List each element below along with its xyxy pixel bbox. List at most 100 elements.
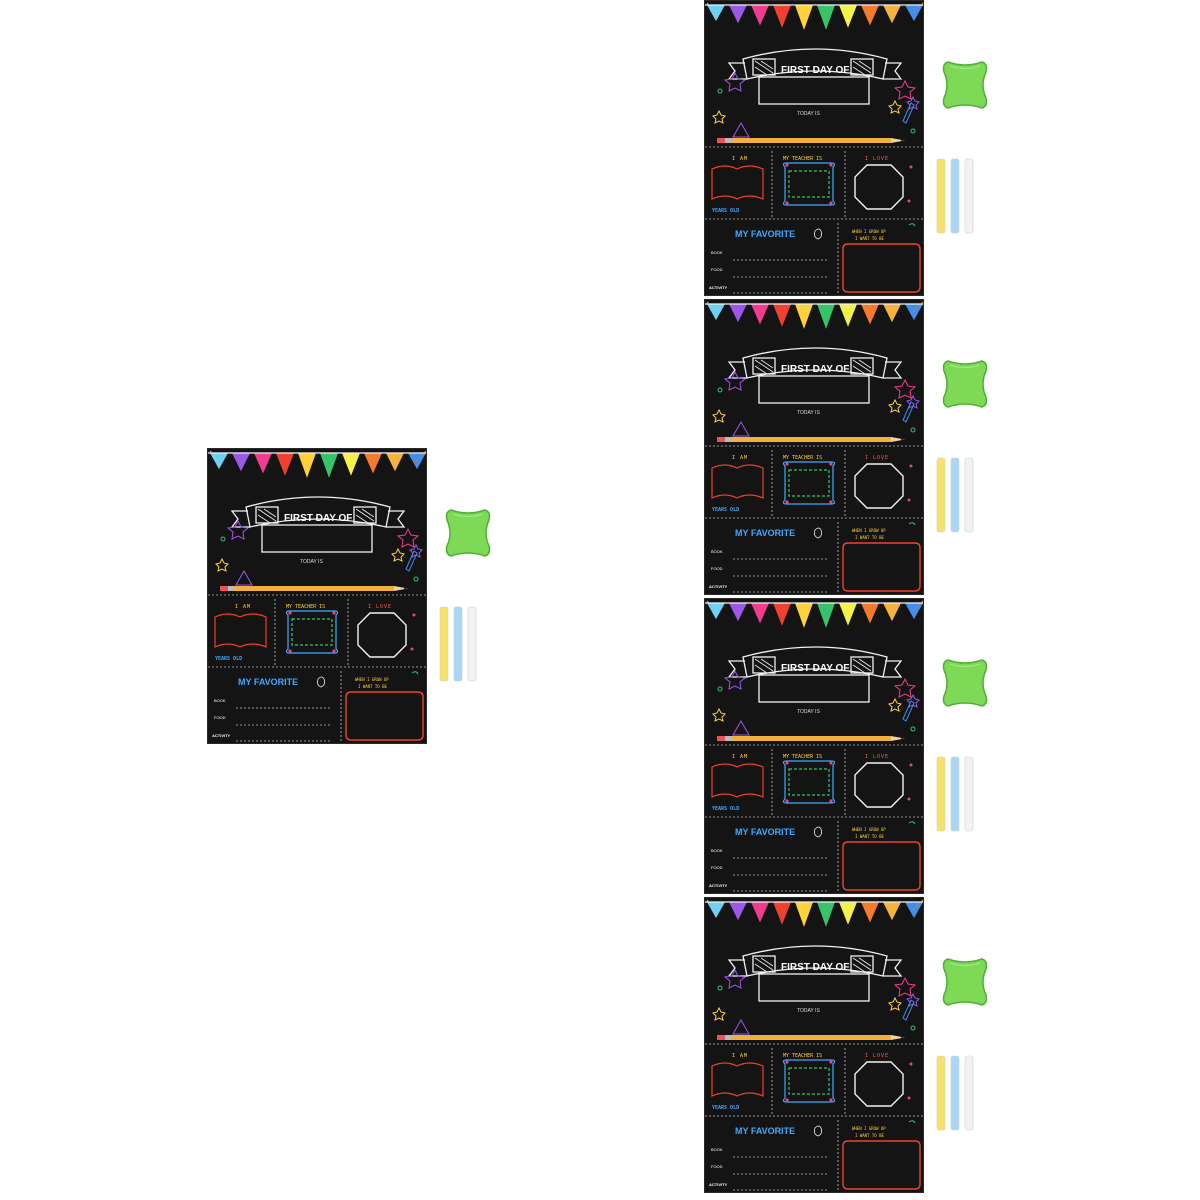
bunting-flag: [795, 902, 813, 927]
chalkboard-artwork: [705, 600, 923, 893]
bunting-flag: [386, 453, 404, 472]
i-am-label: I AM: [732, 156, 749, 162]
grow-up-label-line1: WHEN I GROW UP: [852, 1126, 886, 1131]
bunting-flag: [254, 453, 272, 474]
chalkboard-sign: FIRST DAY OF TODAY IS I AM MY TEACHER IS…: [704, 299, 924, 595]
bunting-flag: [839, 902, 857, 925]
bunting-flag: [817, 603, 835, 628]
eraser-sponge: [942, 659, 988, 707]
apple-icon: [317, 676, 325, 688]
chalk-stick: [936, 756, 946, 832]
bunting-flag: [839, 603, 857, 626]
star-doodles: [215, 519, 423, 586]
chalk-sticks: [439, 606, 477, 682]
chalk-sticks: [936, 158, 974, 234]
i-love-label: I LOVE: [865, 455, 890, 461]
chalkboard-set-main: FIRST DAY OF TODAY IS I AM MY TEACHER IS…: [207, 448, 497, 744]
bunting-flag: [707, 304, 725, 321]
bunting-flag: [773, 902, 791, 925]
age-frame: [711, 464, 764, 499]
bunting-flag: [729, 902, 747, 921]
years-old-label: YEARS OLD: [215, 656, 243, 662]
today-is-label: TODAY IS: [797, 111, 820, 117]
bunting-flag: [751, 5, 769, 26]
bunting-flag: [839, 304, 857, 327]
chalk-stick: [964, 158, 974, 234]
teacher-frame: [782, 1059, 836, 1103]
i-am-label: I AM: [732, 455, 749, 461]
bunting-flag: [751, 304, 769, 325]
star-doodles: [712, 669, 920, 736]
bunting-flag: [905, 304, 923, 321]
bunting-flag: [795, 5, 813, 30]
chalk-stick: [453, 606, 463, 682]
bunting-flag: [817, 304, 835, 329]
pencil-graphic: [717, 1035, 905, 1040]
first-day-title: FIRST DAY OF: [781, 364, 850, 375]
bunting-flag: [883, 902, 901, 921]
bunting-flag: [839, 5, 857, 28]
chalkboard-set-stack-2: FIRST DAY OF TODAY IS I AM MY TEACHER IS…: [704, 299, 994, 595]
chalkboard-artwork: [208, 450, 426, 743]
chalk-sticks: [936, 457, 974, 533]
chalk-sticks: [936, 756, 974, 832]
grow-up-label-line1: WHEN I GROW UP: [852, 827, 886, 832]
bunting-flag: [364, 453, 382, 474]
chalkboard-set-stack-1: FIRST DAY OF TODAY IS I AM MY TEACHER IS…: [704, 0, 994, 296]
bunting-flag: [883, 304, 901, 323]
eraser-sponge: [942, 360, 988, 408]
chalkboard-sign: FIRST DAY OF TODAY IS I AM MY TEACHER IS…: [704, 897, 924, 1193]
bunting-flags: [210, 453, 426, 478]
bunting-flags: [707, 5, 923, 30]
my-favorite-label: MY FAVORITE: [735, 827, 796, 837]
grow-up-frame: [345, 691, 424, 741]
chalkboard-artwork: [705, 2, 923, 295]
bunting-flag: [905, 5, 923, 22]
bunting-flags: [707, 304, 923, 329]
book-label: BOOK: [711, 848, 723, 853]
bunting-flag: [408, 453, 426, 470]
chalk-stick: [950, 457, 960, 533]
teacher-label: MY TEACHER IS: [286, 604, 326, 610]
age-frame: [711, 763, 764, 798]
teacher-label: MY TEACHER IS: [783, 156, 823, 162]
grow-up-label-line1: WHEN I GROW UP: [355, 677, 389, 682]
activity-label: ACTIVITY: [212, 733, 231, 738]
my-favorite-label: MY FAVORITE: [238, 677, 299, 687]
grow-up-frame: [842, 841, 921, 891]
teacher-label: MY TEACHER IS: [783, 1053, 823, 1059]
apple-icon: [814, 826, 822, 838]
chalk-stick: [936, 1055, 946, 1131]
chalk-stick: [964, 1055, 974, 1131]
chalk-stick: [950, 756, 960, 832]
bunting-flag: [795, 304, 813, 329]
chalkboard-set-stack-3: FIRST DAY OF TODAY IS I AM MY TEACHER IS…: [704, 598, 994, 894]
chalk-sticks: [936, 1055, 974, 1131]
i-love-label: I LOVE: [865, 754, 890, 760]
grow-up-label-line2: I WANT TO BE: [855, 834, 884, 839]
today-is-label: TODAY IS: [797, 709, 820, 715]
bunting-flag: [773, 304, 791, 327]
eraser-sponge: [942, 958, 988, 1006]
my-favorite-label: MY FAVORITE: [735, 528, 796, 538]
apple-icon: [814, 527, 822, 539]
pencil-graphic: [717, 736, 905, 741]
bunting-flag: [342, 453, 360, 476]
eraser-sponge: [445, 509, 491, 557]
love-frame: [854, 762, 904, 808]
teacher-frame: [782, 461, 836, 505]
chalk-stick: [950, 158, 960, 234]
food-label: FOOD: [711, 865, 723, 870]
love-frame: [854, 1061, 904, 1107]
chalkboard-sign: FIRST DAY OF TODAY IS I AM MY TEACHER IS…: [207, 448, 427, 744]
i-love-label: I LOVE: [865, 156, 890, 162]
years-old-label: YEARS OLD: [712, 1105, 740, 1111]
love-frame: [357, 612, 407, 658]
grow-up-frame: [842, 542, 921, 592]
food-label: FOOD: [711, 1164, 723, 1169]
bunting-flag: [276, 453, 294, 476]
my-favorite-label: MY FAVORITE: [735, 1126, 796, 1136]
i-love-label: I LOVE: [865, 1053, 890, 1059]
star-doodles: [712, 968, 920, 1035]
bunting-flag: [773, 603, 791, 626]
